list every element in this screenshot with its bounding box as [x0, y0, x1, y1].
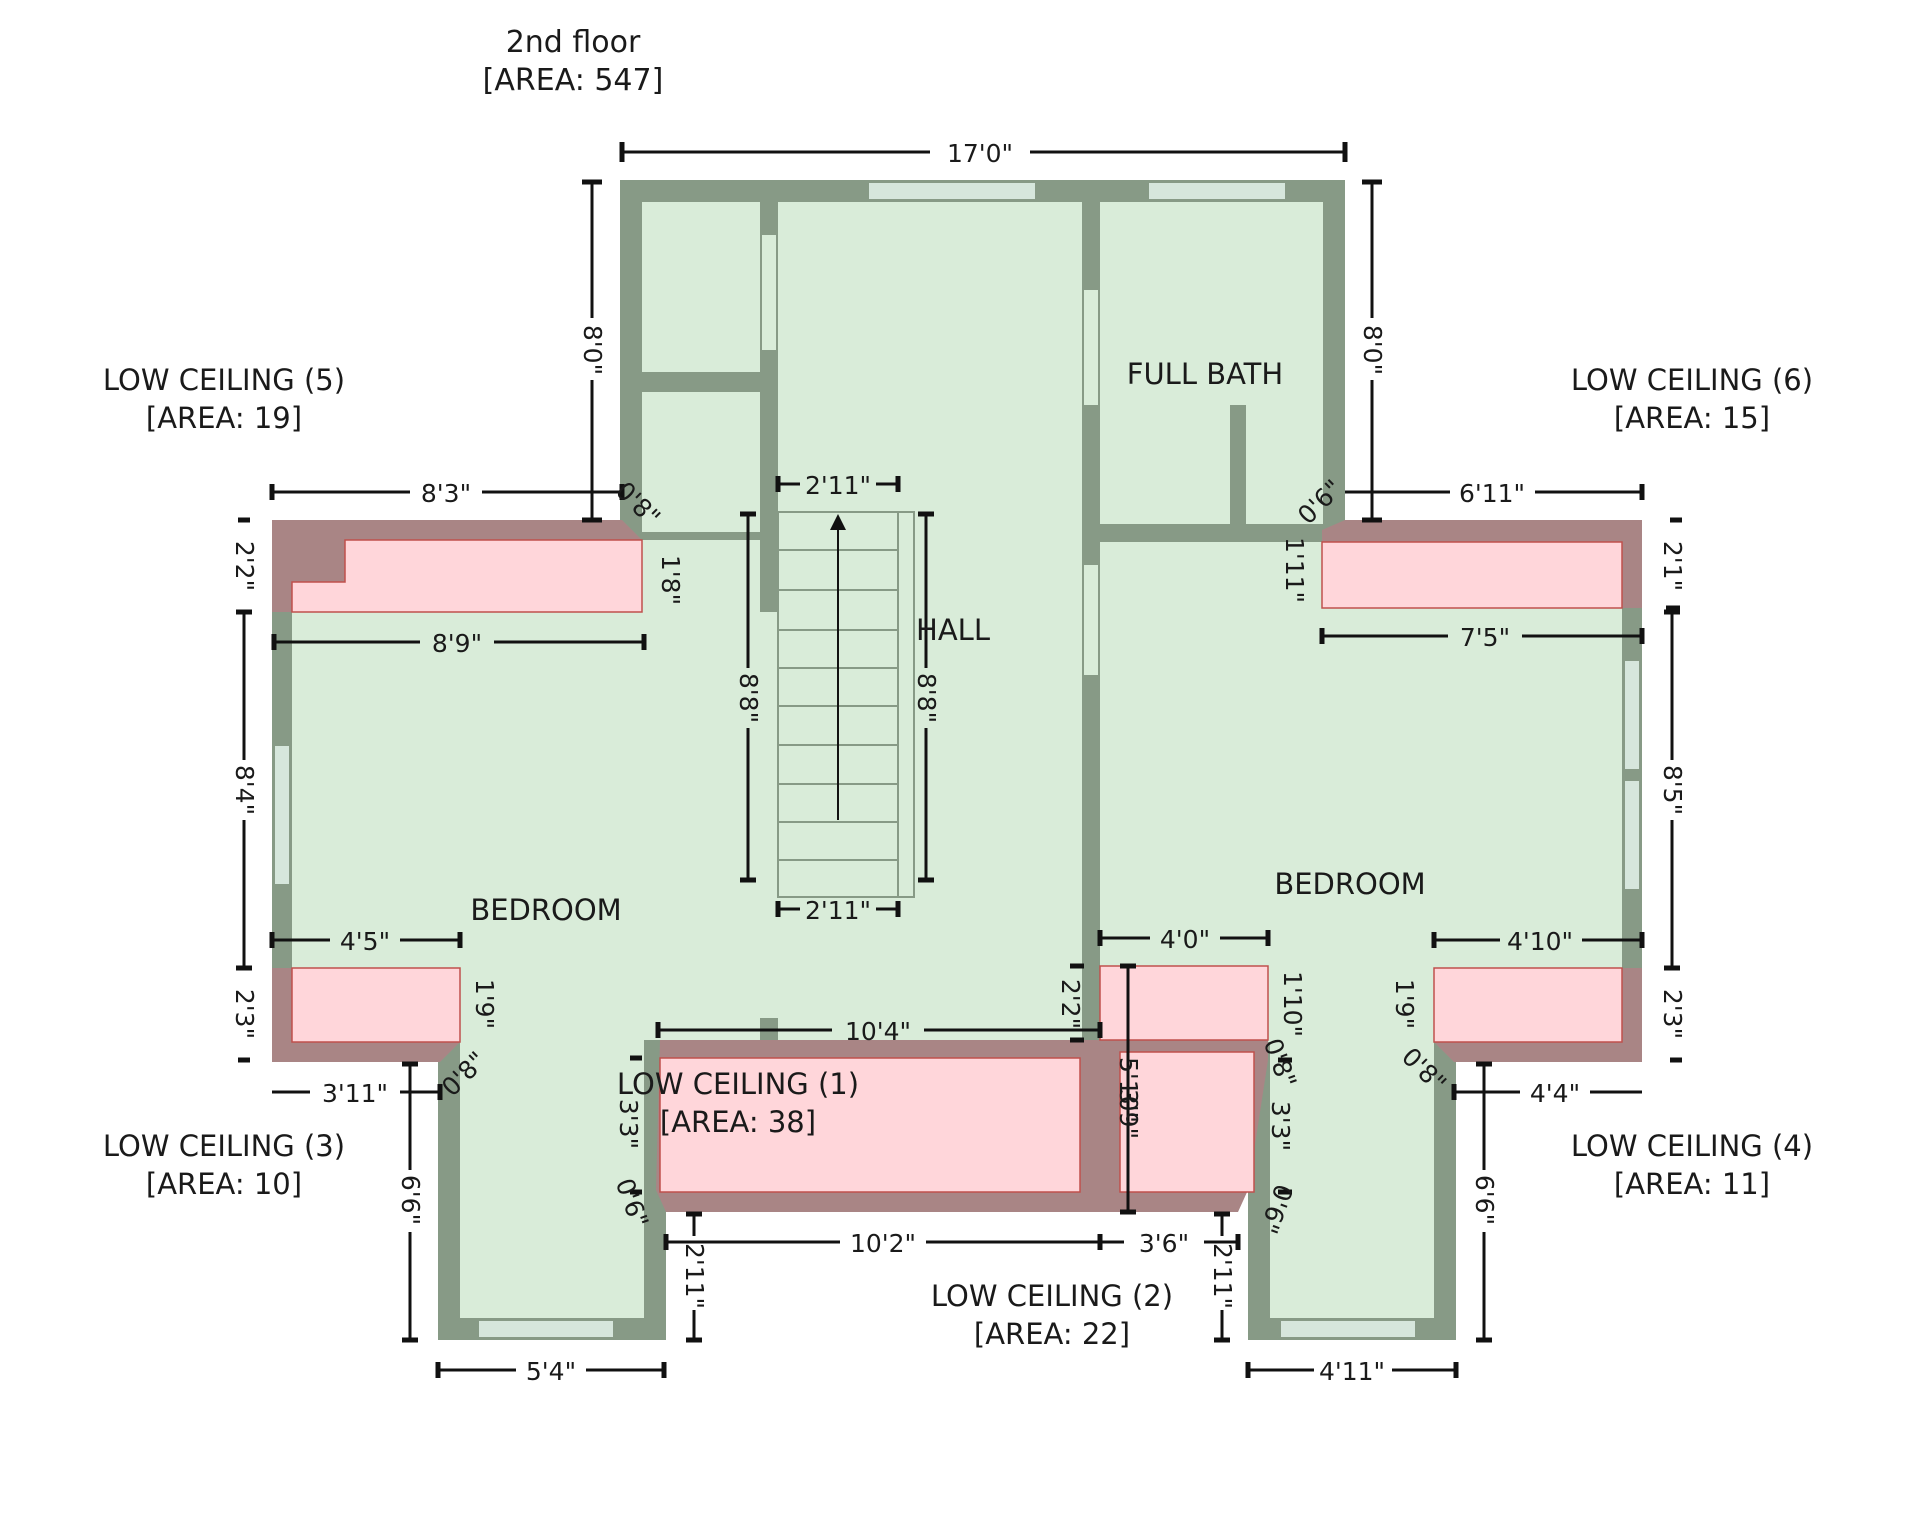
dim-lc2-left-height: 2'2" [1056, 979, 1085, 1029]
dim-closet-right-width: 4'11" [1319, 1357, 1385, 1386]
dim-lc1-drop: 2'11" [680, 1243, 709, 1309]
low-ceiling-4-area: [AREA: 11] [1614, 1167, 1770, 1201]
dim-closet-left-width: 5'4" [526, 1357, 576, 1386]
low-ceiling-4 [1433, 967, 1642, 1062]
dim-closet-right-height: 6'6" [1470, 1175, 1499, 1225]
low-ceiling-4-label: LOW CEILING (4) [1571, 1129, 1813, 1163]
room-label-hall: HALL [916, 613, 990, 647]
dim-lc2-bottom-width: 3'6" [1139, 1229, 1189, 1258]
low-ceiling-2-area: [AREA: 22] [974, 1317, 1130, 1351]
dim-lc4-top-width: 4'10" [1507, 927, 1573, 956]
floor-area: [AREA: 547] [483, 63, 664, 98]
dim-stair-left-height: 8'8" [734, 673, 763, 723]
dim-lc4-bottom-width: 4'4" [1530, 1079, 1580, 1108]
dim-lc6-depth: 1'11" [1280, 537, 1309, 603]
dim-lc1-depth: 3'3" [614, 1099, 643, 1149]
dim-lc3-top-width: 4'5" [340, 927, 390, 956]
room-label-bedroom-left: BEDROOM [470, 893, 621, 927]
dim-lc2-drop: 2'11" [1208, 1243, 1237, 1309]
room-label-bedroom-right: BEDROOM [1274, 867, 1425, 901]
dim-lc1-width: 10'4" [845, 1017, 911, 1046]
dim-lc1-bottom-width: 10'2" [850, 1229, 916, 1258]
low-ceiling-3 [272, 967, 461, 1062]
dimension-lines [236, 142, 1682, 1378]
floor-title: 2nd floor [506, 25, 641, 60]
dim-bed-left-height: 8'4" [230, 765, 259, 815]
dim-bed-left-top-width: 8'9" [432, 629, 482, 658]
low-ceiling-5 [272, 520, 643, 613]
dim-right-upper-height: 8'0" [1358, 325, 1387, 375]
dim-bed-right-top-width: 7'5" [1460, 623, 1510, 652]
low-ceiling-6-area: [AREA: 15] [1614, 401, 1770, 435]
dim-lc5-depth: 1'8" [656, 555, 685, 605]
low-ceiling-2-label: LOW CEILING (2) [931, 1279, 1173, 1313]
dim-lc2-top-width: 4'0" [1160, 925, 1210, 954]
dim-stair-bottom: 2'11" [805, 896, 871, 925]
low-ceiling-5-label: LOW CEILING (5) [103, 363, 345, 397]
low-ceiling-6 [1321, 520, 1642, 609]
dim-lc2-depth-b: 3'3" [1266, 1101, 1295, 1151]
dim-left-upper-height: 8'0" [578, 325, 607, 375]
dim-lc6-width: 6'11" [1459, 479, 1525, 508]
low-ceiling-3-area: [AREA: 10] [146, 1167, 302, 1201]
windows [273, 181, 1641, 1339]
dim-lc3-depth: 1'9" [470, 979, 499, 1029]
dim-lc5-height: 2'2" [230, 541, 259, 591]
low-ceiling-5-area: [AREA: 19] [146, 401, 302, 435]
dim-stair-right-height: 8'8" [912, 673, 941, 723]
dim-bed-right-height: 8'5" [1658, 765, 1687, 815]
room-label-full-bath: FULL BATH [1127, 357, 1283, 391]
dim-top-width: 17'0" [947, 139, 1013, 168]
dim-lc2-depth: 1'10" [1278, 971, 1307, 1037]
dim-lc2-mid-height: 5'10" [1114, 1057, 1143, 1123]
dim-lc2-mid-height-b: 3'9" [1114, 1089, 1143, 1139]
dim-stair-top: 2'11" [805, 471, 871, 500]
dim-lc5-width: 8'3" [421, 479, 471, 508]
low-ceiling-6-label: LOW CEILING (6) [1571, 363, 1813, 397]
stairs [777, 511, 915, 898]
room-floors [292, 202, 1622, 1318]
dim-lc3-bottom-width: 3'11" [322, 1079, 388, 1108]
dim-lc6-height: 2'1" [1658, 541, 1687, 591]
stair-arrow-icon [830, 514, 846, 530]
dim-lc4-depth: 1'9" [1390, 979, 1419, 1029]
dim-lc3-height: 2'3" [230, 989, 259, 1039]
low-ceiling-1 [656, 1040, 1100, 1212]
low-ceiling-1-area: [AREA: 38] [660, 1105, 816, 1139]
low-ceiling-1-label: LOW CEILING (1) [617, 1067, 859, 1101]
low-ceiling-3-label: LOW CEILING (3) [103, 1129, 345, 1163]
dim-lc4-height: 2'3" [1658, 989, 1687, 1039]
dim-closet-left-height: 6'6" [396, 1175, 425, 1225]
